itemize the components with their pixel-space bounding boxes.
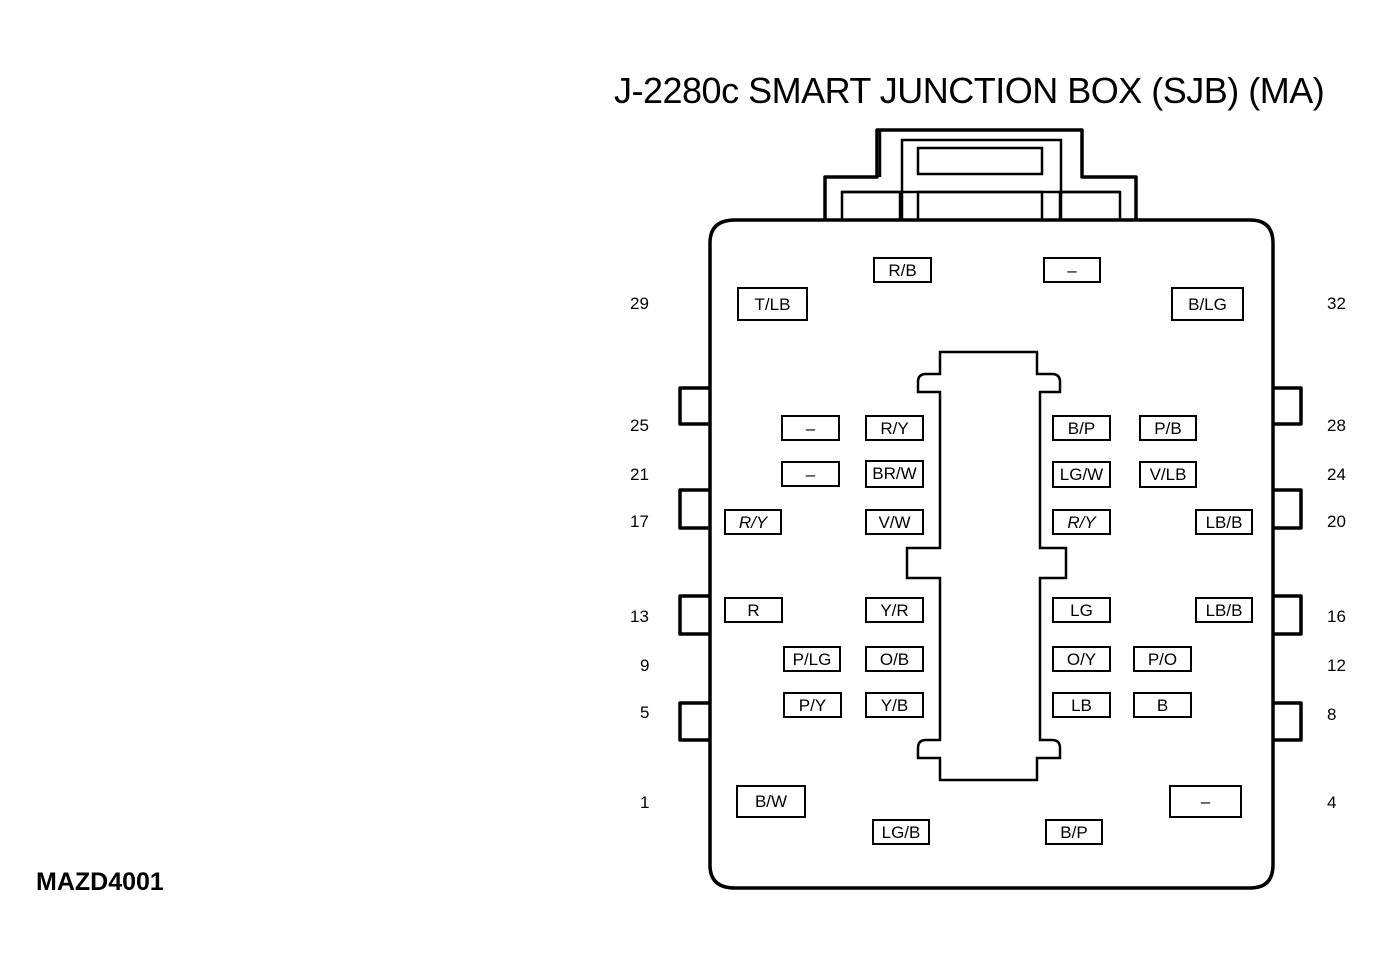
- wire-label: R/B: [888, 261, 916, 280]
- pin-number: 13: [630, 607, 649, 626]
- wire-box: R/Y: [724, 509, 782, 535]
- pin-number: 5: [640, 703, 649, 722]
- wire-label: P/LG: [793, 650, 832, 669]
- wire-label: R: [747, 601, 759, 620]
- wire-box: –: [1169, 785, 1242, 818]
- pin-number: 8: [1327, 705, 1336, 724]
- pin-number: 20: [1327, 512, 1346, 531]
- wire-box: R: [724, 597, 783, 623]
- wire-label: LG/B: [882, 823, 921, 842]
- wire-label: B/P: [1068, 419, 1095, 438]
- pin-number: 17: [630, 512, 649, 531]
- wire-label: Y/B: [881, 696, 908, 715]
- wire-label: LG/W: [1060, 465, 1103, 484]
- wire-label: LB/B: [1206, 513, 1243, 532]
- wire-label: P/Y: [799, 696, 826, 715]
- wire-box: P/LG: [783, 646, 841, 672]
- wire-box: LB/B: [1195, 509, 1253, 535]
- wire-box: LG: [1052, 597, 1111, 623]
- wire-label: B: [1157, 696, 1168, 715]
- wire-box: B/P: [1052, 415, 1111, 441]
- diagram-title: J-2280c SMART JUNCTION BOX (SJB) (MA): [614, 70, 1325, 111]
- wire-label: R/Y: [880, 419, 908, 438]
- wire-box: LB/B: [1195, 597, 1253, 623]
- pin-number: 28: [1327, 416, 1346, 435]
- wire-box: B/LG: [1171, 287, 1244, 321]
- wire-box: LB: [1052, 692, 1111, 718]
- wire-label: –: [1201, 792, 1211, 811]
- pin-number: 16: [1327, 607, 1346, 626]
- wire-box: B/P: [1045, 819, 1103, 845]
- figure-id: MAZD4001: [36, 868, 164, 896]
- wire-box: P/B: [1139, 415, 1197, 441]
- wire-box: O/B: [865, 646, 924, 672]
- wire-label: B/LG: [1188, 295, 1227, 314]
- wire-box: P/O: [1133, 646, 1192, 672]
- wire-box: R/B: [873, 257, 932, 283]
- wire-label: Y/R: [880, 601, 908, 620]
- pin-numbers: 29 32 25 28 21 24 17 20 13 16 9 12 5 8 1…: [630, 294, 1346, 812]
- pin-number: 12: [1327, 656, 1346, 675]
- wire-label: LB/B: [1206, 601, 1243, 620]
- wire-box: V/LB: [1139, 461, 1197, 488]
- wire-label: R/Y: [1067, 513, 1097, 532]
- wire-label: LB: [1071, 696, 1092, 715]
- wire-label: V/W: [878, 513, 910, 532]
- wire-box: –: [781, 415, 840, 441]
- center-key-slot: [905, 350, 1068, 782]
- wire-box: T/LB: [737, 287, 808, 321]
- connector-housing: [678, 218, 1303, 890]
- pin-number: 1: [640, 793, 649, 812]
- wire-label: O/Y: [1067, 650, 1096, 669]
- wire-box: O/Y: [1052, 646, 1111, 672]
- wire-box: B: [1133, 692, 1192, 718]
- pin-number: 4: [1327, 793, 1336, 812]
- wire-box: BR/W: [865, 460, 924, 488]
- wire-box: R/Y: [1052, 509, 1111, 535]
- wire-label: –: [1067, 261, 1077, 280]
- wire-label: –: [806, 465, 816, 484]
- pin-number: 25: [630, 416, 649, 435]
- wire-label: LG: [1070, 601, 1093, 620]
- wire-box: V/W: [865, 509, 924, 535]
- wire-label: V/LB: [1150, 465, 1187, 484]
- wire-box: Y/R: [865, 597, 924, 623]
- pin-number: 32: [1327, 294, 1346, 313]
- wire-label: R/Y: [739, 513, 769, 532]
- pin-number: 21: [630, 465, 649, 484]
- pin-number: 9: [640, 656, 649, 675]
- wire-label: P/B: [1154, 419, 1181, 438]
- wire-label: P/O: [1148, 650, 1177, 669]
- wire-colors: R/B – T/LB B/LG – R/Y B/P P/B – BR/W LG/…: [724, 257, 1253, 845]
- wire-box: P/Y: [783, 692, 842, 718]
- wire-label: T/LB: [755, 295, 791, 314]
- connector-latch: [823, 128, 1138, 222]
- wire-label: B/P: [1060, 823, 1087, 842]
- wire-box: LG/B: [872, 819, 930, 845]
- wire-box: Y/B: [865, 692, 924, 718]
- wire-box: –: [1043, 257, 1101, 283]
- wire-label: O/B: [880, 650, 909, 669]
- wire-label: B/W: [755, 792, 787, 811]
- pin-number: 29: [630, 294, 649, 313]
- wire-label: –: [806, 419, 816, 438]
- wire-box: B/W: [736, 785, 806, 818]
- wire-box: –: [781, 461, 840, 487]
- wire-box: R/Y: [865, 415, 924, 441]
- wire-label: BR/W: [872, 464, 916, 483]
- wire-box: LG/W: [1052, 461, 1111, 488]
- pin-number: 24: [1327, 465, 1346, 484]
